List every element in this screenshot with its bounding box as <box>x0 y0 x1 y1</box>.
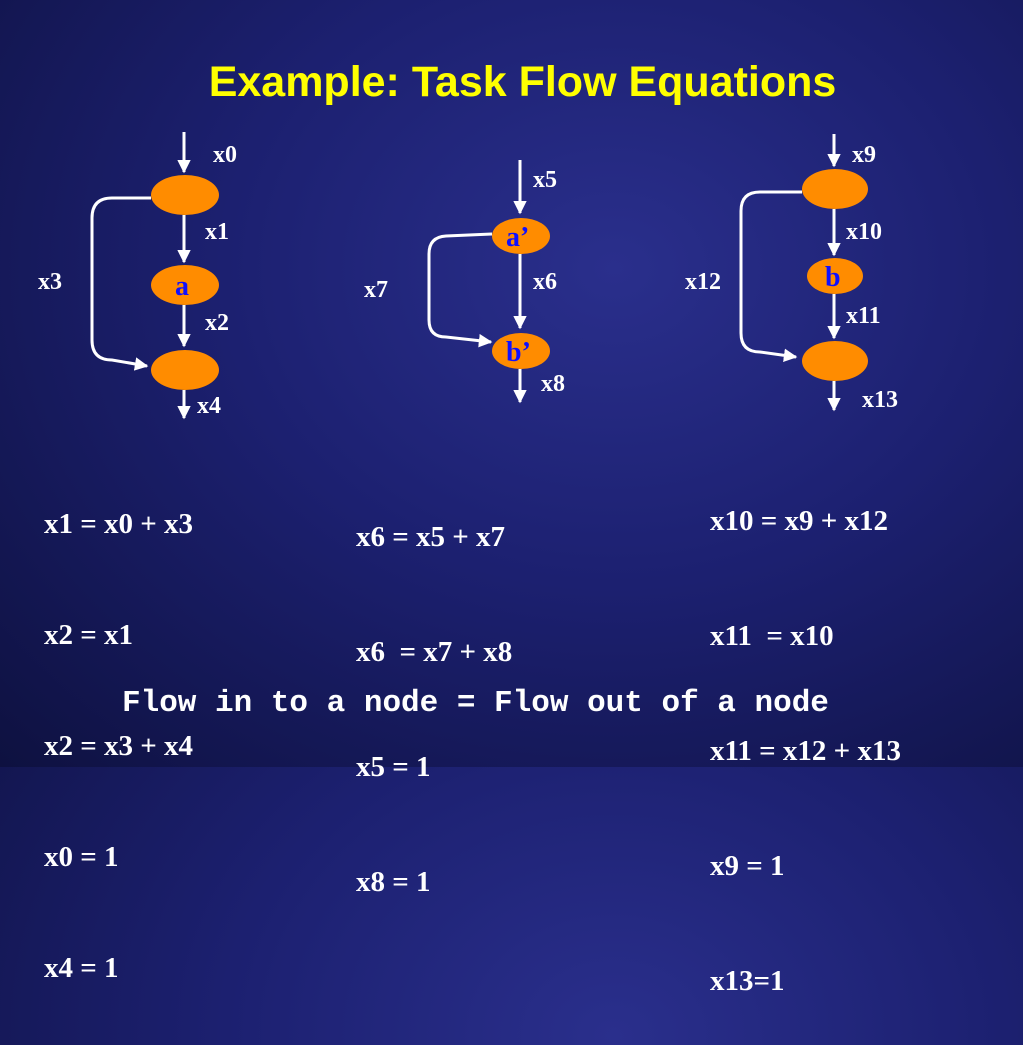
edge-label-x10: x10 <box>846 219 882 245</box>
node-left-bottom <box>151 350 219 390</box>
slide-title: Example: Task Flow Equations <box>208 58 837 106</box>
equations-right: x10 = x9 + x12 x11 = x10 x11 = x12 + x13… <box>710 436 901 1045</box>
node-a-prime <box>492 218 550 254</box>
node-b-prime <box>492 333 550 369</box>
node-label-b-prime: b’ <box>506 337 531 368</box>
node-right-bottom <box>802 341 868 381</box>
equation: x5 = 1 <box>356 751 431 783</box>
equation: x1 = x0 + x3 <box>44 508 194 540</box>
equation: x9 = 1 <box>710 850 785 882</box>
equation: x8 = 1 <box>356 866 431 898</box>
edge-label-x0: x0 <box>213 142 237 168</box>
node-label-b: b <box>825 262 841 293</box>
equation: x11 = x10 <box>710 620 834 652</box>
equation: x11 = x12 + x13 <box>710 735 901 767</box>
equation: x0 = 1 <box>44 841 119 873</box>
equation: x2 = x3 + x4 <box>44 730 194 762</box>
equation: x10 = x9 + x12 <box>710 505 889 537</box>
equations-left: x1 = x0 + x3 x2 = x1 x2 = x3 + x4 x0 = 1… <box>44 439 193 1028</box>
node-left-top <box>151 175 219 215</box>
edge-label-x12: x12 <box>685 269 721 295</box>
edge-x12-arrow <box>739 190 802 363</box>
equation: x13=1 <box>710 965 785 997</box>
edge-label-x5: x5 <box>533 167 557 193</box>
diagram-left: x0 x1 x2 x3 x4 a <box>38 132 237 420</box>
edge-label-x3: x3 <box>38 269 62 295</box>
edge-label-x1: x1 <box>205 219 229 245</box>
edge-label-x6: x6 <box>533 269 557 295</box>
node-label-a-prime: a’ <box>506 222 529 253</box>
edge-label-x2: x2 <box>205 310 229 336</box>
edge-x7-arrow <box>427 232 493 348</box>
node-b <box>807 258 863 294</box>
flow-diagrams: x0 x1 x2 x3 x4 a x5 x6 x7 x8 a’ b’ x9 x1… <box>38 132 898 420</box>
equation: x6 = x7 + x8 <box>356 636 513 668</box>
footer-statement: Flow in to a node = Flow out of a node <box>122 686 829 721</box>
edge-label-x8: x8 <box>541 371 565 397</box>
edge-label-x4: x4 <box>197 393 221 419</box>
edge-label-x7: x7 <box>364 277 388 303</box>
diagram-middle: x5 x6 x7 x8 a’ b’ <box>364 160 565 404</box>
equation: x4 = 1 <box>44 952 119 984</box>
edge-x3-arrow <box>90 196 151 371</box>
diagram-right: x9 x10 x11 x12 x13 b <box>685 134 898 413</box>
edge-label-x9: x9 <box>852 142 876 168</box>
node-a <box>151 265 219 305</box>
node-label-a: a <box>175 271 189 302</box>
equation: x2 = x1 <box>44 619 134 651</box>
edge-label-x13: x13 <box>862 387 898 413</box>
edge-label-x11: x11 <box>846 303 881 329</box>
equation: x6 = x5 + x7 <box>356 521 506 553</box>
node-right-top <box>802 169 868 209</box>
